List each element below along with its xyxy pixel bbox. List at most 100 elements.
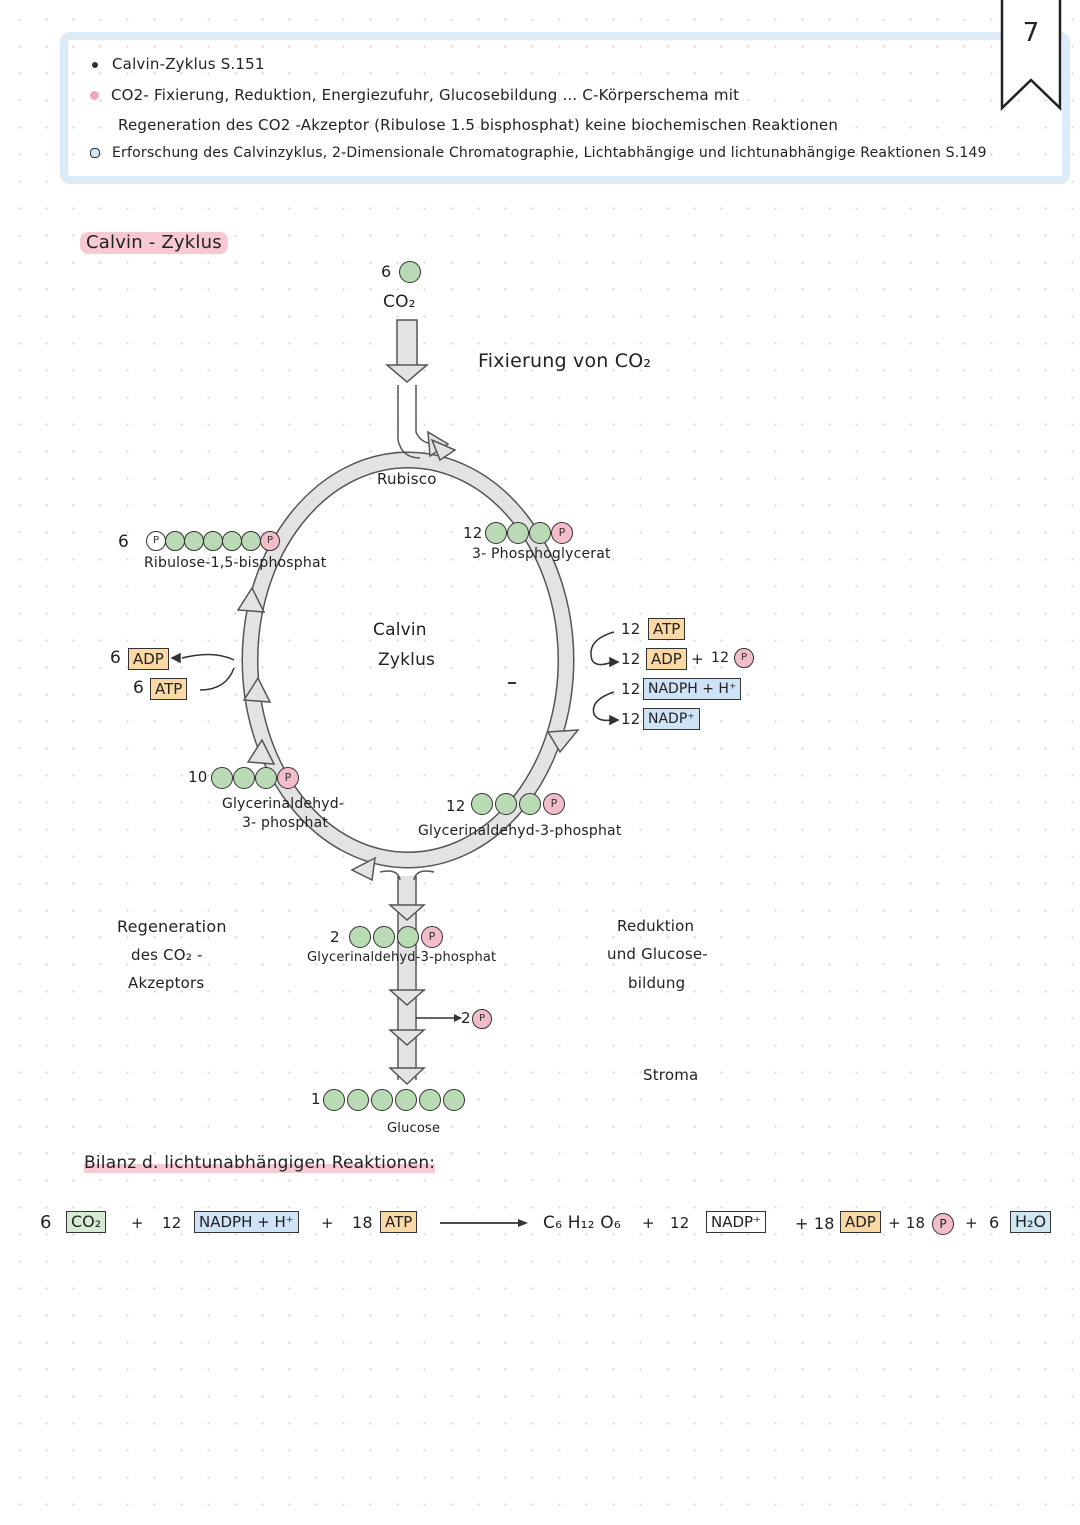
regeneration-label-3: Akzeptors <box>128 974 205 992</box>
eq-plus-2: + <box>321 1214 334 1232</box>
co2-input-arrow <box>384 319 450 459</box>
g3p-left-label1: Glycerinaldehyd- <box>222 796 345 812</box>
cycle-ring-fill <box>243 453 573 867</box>
g3p-right-label: Glycerinaldehyd-3-phosphat <box>418 823 622 839</box>
right-nadph-count: 12 <box>621 680 641 698</box>
right-pi-count: 12 <box>711 650 730 666</box>
g3p-right-count: 12 <box>446 797 466 815</box>
g3p-right-carbon-circle <box>471 793 493 815</box>
eq-plus-6: + <box>965 1214 978 1232</box>
right-atp-count: 12 <box>621 620 641 638</box>
cycle-center-line1: Calvin <box>373 620 427 640</box>
glucose-carbon-circle <box>443 1089 465 1111</box>
dash-mark: - <box>507 670 508 671</box>
g3p-right-carbon-circle <box>519 793 541 815</box>
note-bullet-4: Erforschung des Calvinzyklus, 2-Dimensio… <box>90 145 987 161</box>
eq-h2o-box: H₂O <box>1010 1211 1052 1233</box>
g3p-out-carbon-circle <box>349 926 371 948</box>
co2-label: CO₂ <box>383 292 416 312</box>
eq-phosphate-circle: P <box>932 1213 954 1235</box>
right-adp-box: ADP <box>646 648 687 670</box>
pga-label: 3- Phosphoglycerat <box>472 546 611 562</box>
g3p-left-label2: 3- phosphat <box>242 815 329 831</box>
rubp-phosphate-circle: P <box>260 531 280 551</box>
stroma-label: Stroma <box>643 1066 699 1084</box>
g3p-left-phosphate-circle: P <box>277 767 299 789</box>
eq-atp-box: ATP <box>380 1211 418 1233</box>
glucose-count: 1 <box>311 1090 321 1108</box>
eq-plus-3: + <box>642 1214 655 1232</box>
bullet-dot <box>90 148 100 158</box>
bullet-dot <box>90 91 99 100</box>
right-plus: + <box>691 650 704 668</box>
bullet-dot <box>92 61 98 68</box>
rubp-count: 6 <box>118 532 130 552</box>
pga-carbon-circle <box>485 522 507 544</box>
note-line-3: Regeneration des CO2 -Akzeptor (Ribulose… <box>118 116 839 134</box>
glucose-carbon-circle <box>347 1089 369 1111</box>
eq-h2o-coef: 6 <box>989 1213 1000 1232</box>
glucose-carbon-circle <box>371 1089 393 1111</box>
eq-plus-5: + 18 <box>888 1214 926 1232</box>
co2-carbon-circle <box>399 261 421 283</box>
page-number: 7 <box>1022 18 1040 48</box>
right-pi-phosphate-circle: P <box>734 648 754 668</box>
glucose-carbon-circle <box>419 1089 441 1111</box>
right-energy-arrows <box>590 631 620 726</box>
eq-atp-coef: 18 <box>352 1213 373 1232</box>
g3p-out-carbon-circle <box>397 926 419 948</box>
eq-product: C₆ H₁₂ O₆ <box>543 1213 621 1233</box>
eq-co2-box: CO₂ <box>66 1211 107 1233</box>
pga-carbon-circle <box>507 522 529 544</box>
reduction-label-1: Reduktion <box>617 917 695 935</box>
pga-carbon-circle <box>529 522 551 544</box>
g3p-left-count: 10 <box>188 768 208 786</box>
left-adp-count: 6 <box>110 648 122 668</box>
g3p-out-label: Glycerinaldehyd-3-phosphat <box>307 950 497 965</box>
right-adp-count: 12 <box>621 650 641 668</box>
pga-count: 12 <box>463 524 483 542</box>
right-nadp-box: NADP⁺ <box>643 708 700 730</box>
fixation-label: Fixierung von CO₂ <box>478 350 652 372</box>
bookmark-icon <box>1000 0 1062 111</box>
eq-nadph-coef: 12 <box>162 1214 182 1232</box>
eq-plus-1: + <box>131 1214 144 1232</box>
reduction-label-3: bildung <box>628 974 686 992</box>
section-title: Calvin - Zyklus <box>80 232 228 254</box>
left-atp-box: ATP <box>150 678 188 700</box>
left-adp-box: ADP <box>128 648 169 670</box>
eq-nadp-box: NADP⁺ <box>706 1211 766 1233</box>
glucose-carbon-circle <box>395 1089 417 1111</box>
eq-plus-4: + 18 <box>795 1214 835 1233</box>
g3p-right-carbon-circle <box>495 793 517 815</box>
g3p-out-carbon-circle <box>373 926 395 948</box>
note-bullet-1: Calvin-Zyklus S.151 <box>92 55 265 73</box>
g3p-right-phosphate-circle: P <box>543 793 565 815</box>
ring-arrowheads <box>236 438 580 882</box>
glucose-carbon-circle <box>323 1089 345 1111</box>
eq-adp-box: ADP <box>840 1211 881 1233</box>
right-nadph-box: NADPH + H⁺ <box>643 678 742 700</box>
co2-count: 6 <box>381 262 392 281</box>
left-atp-count: 6 <box>133 678 145 698</box>
g3p-left-carbon-circle <box>255 767 277 789</box>
notes-frame <box>60 32 1070 184</box>
regeneration-label-1: Regeneration <box>117 917 227 936</box>
eq-nadp-coef: 12 <box>670 1214 690 1232</box>
eq-co2-coef: 6 <box>40 1212 52 1233</box>
pga-phosphate-circle: P <box>551 522 573 544</box>
eq-nadph-box: NADPH + H⁺ <box>194 1211 299 1233</box>
reduction-label-2: und Glucose- <box>607 945 708 963</box>
pi-out-phosphate-circle: P <box>472 1009 492 1029</box>
balance-title: Bilanz d. lichtunabhängigen Reaktionen: <box>84 1153 436 1173</box>
glucose-label: Glucose <box>387 1121 441 1136</box>
g3p-out-count: 2 <box>330 928 340 946</box>
left-energy-arrows <box>170 652 235 691</box>
note-bullet-2: CO2- Fixierung, Reduktion, Energiezufuhr… <box>90 86 739 104</box>
page-number-bookmark: 7 <box>998 0 1064 112</box>
right-nadp-count: 12 <box>621 710 641 728</box>
regeneration-label-2: des CO₂ - <box>131 946 203 964</box>
pi-out-count: 2 <box>461 1009 471 1027</box>
g3p-left-carbon-circle <box>211 767 233 789</box>
